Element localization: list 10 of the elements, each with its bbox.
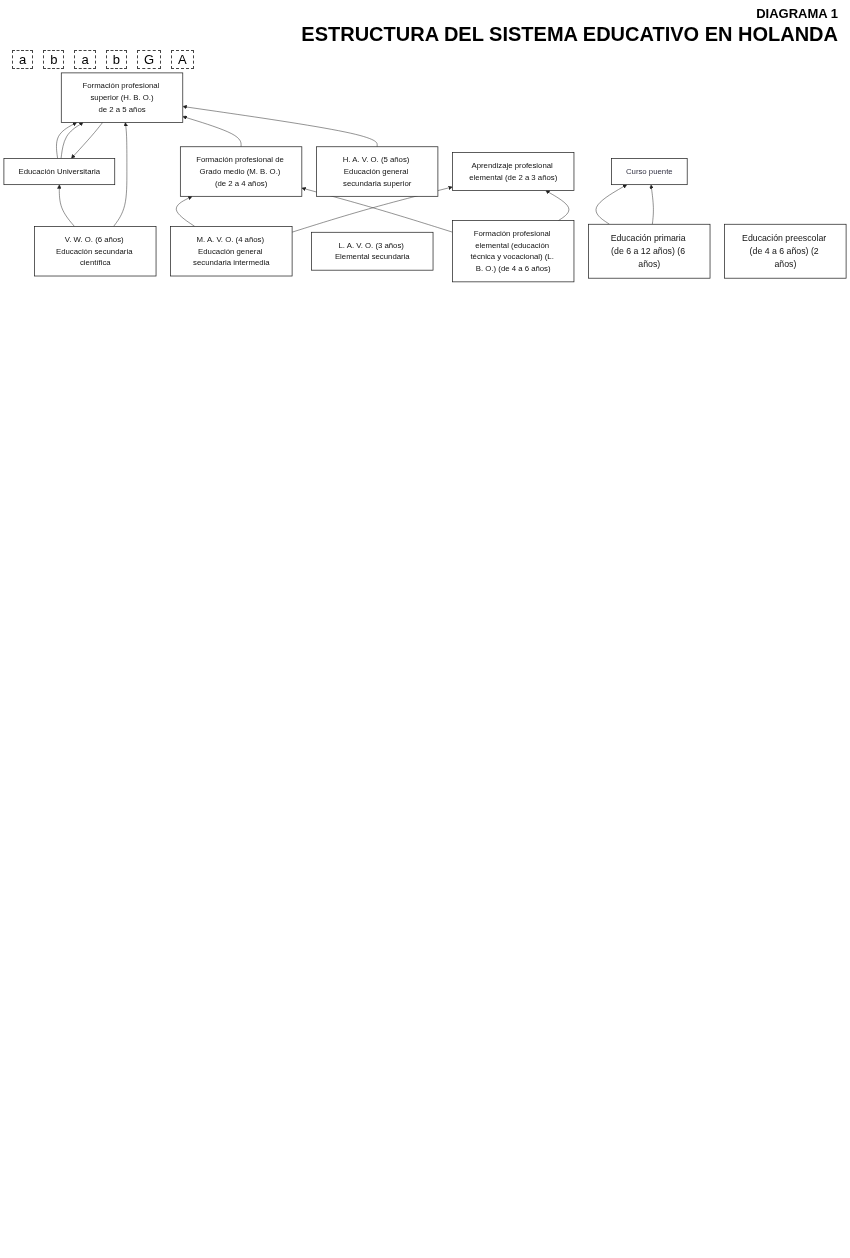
node-box: Educación primaria (de 6 a 12 años) (6 años) xyxy=(588,223,711,279)
column-letter: G xyxy=(136,50,162,69)
column-letter: A xyxy=(171,50,194,69)
column-letter: a xyxy=(74,50,96,69)
diagram-title: ESTRUCTURA DEL SISTEMA EDUCATIVO EN HOLANDA xyxy=(300,23,838,46)
column-letter: b xyxy=(105,50,127,69)
column-letter: b xyxy=(43,50,65,69)
node-box: Educación preescolar (de 4 a 6 años) (2 años) xyxy=(724,223,847,279)
diagram-number: DIAGRAMA 1 xyxy=(755,6,838,21)
column-letter: a xyxy=(12,50,34,69)
